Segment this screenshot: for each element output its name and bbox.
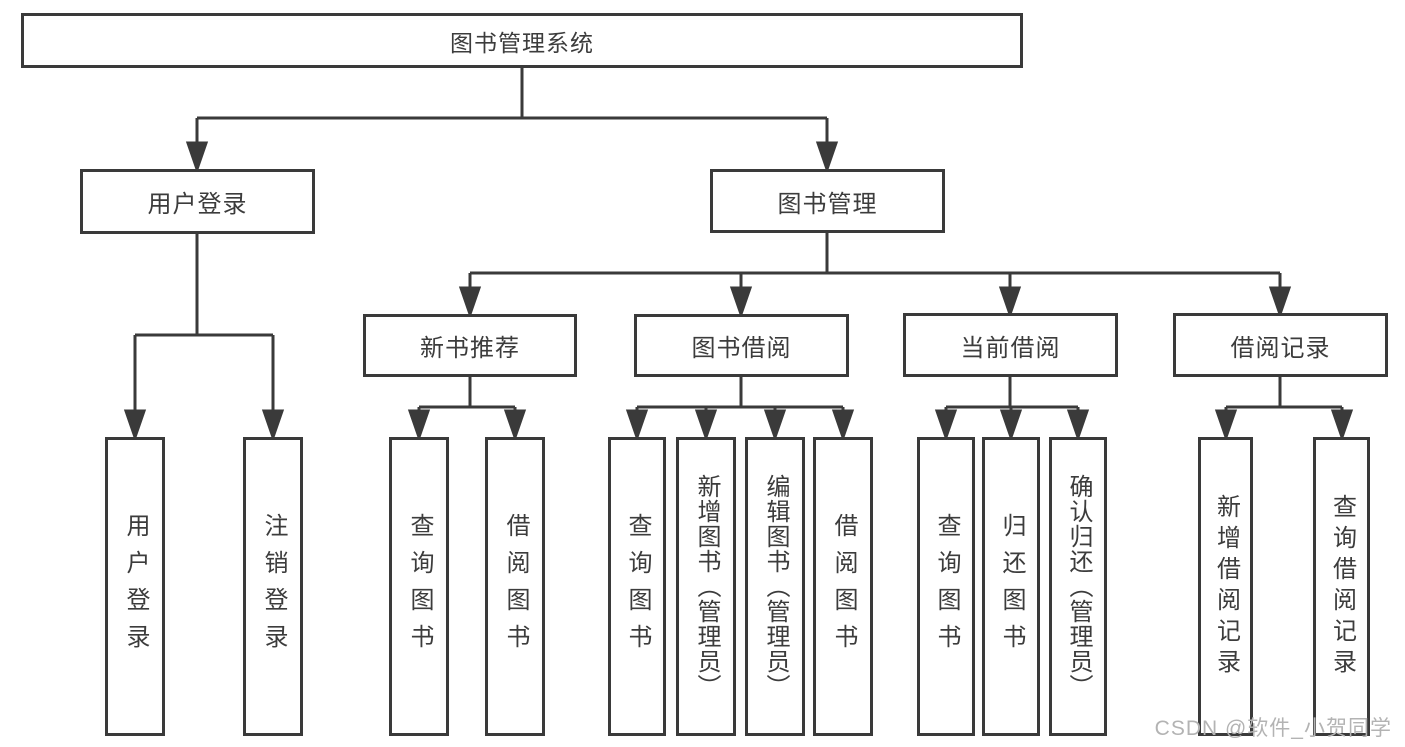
node-label: 图书管理系统 — [450, 29, 594, 56]
arrowhead — [1214, 409, 1238, 442]
leaf-borrow-book-2: 借阅图书 — [813, 437, 873, 736]
connector — [133, 335, 275, 414]
arrowhead — [934, 409, 958, 442]
node-current-borrowing: 当前借阅 — [903, 313, 1118, 377]
node-label: 新书推荐 — [420, 335, 520, 362]
connector — [944, 407, 1080, 414]
leaf-label: 查询图书 — [406, 512, 433, 661]
leaf-label: 归还图书 — [998, 512, 1025, 661]
leaf-label: 借阅图书 — [830, 512, 857, 661]
arrowhead — [815, 141, 839, 174]
leaf-label: 新增图书（管理员） — [693, 474, 720, 699]
leaf-label: 新增借阅记录 — [1212, 493, 1240, 680]
arrowhead — [1268, 286, 1292, 319]
node-new-book-recommendation: 新书推荐 — [363, 314, 577, 377]
leaf-confirm-return-admin: 确认归还（管理员） — [1049, 437, 1107, 736]
arrowhead — [763, 409, 787, 442]
arrowhead — [185, 141, 209, 174]
node-library-management-system: 图书管理系统 — [21, 13, 1023, 68]
csdn-watermark: CSDN @软件_小贺同学 — [1154, 717, 1392, 740]
leaf-add-book-admin: 新增图书（管理员） — [676, 437, 736, 736]
arrowhead — [729, 286, 753, 319]
leaf-borrow-book-1: 借阅图书 — [485, 437, 545, 736]
node-user-login: 用户登录 — [80, 169, 315, 234]
node-label: 图书借阅 — [691, 335, 792, 362]
leaf-logout: 注销登录 — [243, 437, 303, 736]
connector — [1224, 407, 1344, 414]
connector — [635, 407, 845, 414]
leaf-query-book-1: 查询图书 — [389, 437, 449, 736]
node-book-borrowing: 图书借阅 — [634, 314, 849, 377]
connector — [468, 273, 1282, 291]
leaf-label: 编辑图书（管理员） — [762, 474, 789, 699]
arrowhead — [625, 409, 649, 442]
arrowhead — [503, 409, 527, 442]
arrowhead — [1066, 409, 1090, 442]
arrowhead — [407, 409, 431, 442]
leaf-query-book-2: 查询图书 — [608, 437, 666, 736]
node-borrowing-records: 借阅记录 — [1173, 313, 1388, 377]
leaf-add-borrow-record: 新增借阅记录 — [1198, 437, 1253, 736]
leaf-query-book-3: 查询图书 — [917, 437, 975, 736]
node-book-management: 图书管理 — [710, 169, 945, 233]
node-label: 用户登录 — [147, 191, 248, 218]
leaf-label: 借阅图书 — [502, 512, 529, 661]
arrowhead — [998, 286, 1022, 319]
leaf-label: 查询借阅记录 — [1328, 493, 1356, 680]
arrowhead — [123, 409, 147, 442]
arrowhead — [261, 409, 285, 442]
arrowhead — [458, 286, 482, 319]
arrowhead — [999, 409, 1023, 442]
leaf-edit-book-admin: 编辑图书（管理员） — [745, 437, 805, 736]
node-label: 当前借阅 — [960, 334, 1061, 362]
connector — [195, 118, 829, 146]
leaf-return-book: 归还图书 — [982, 437, 1040, 736]
leaf-label: 确认归还（管理员） — [1065, 474, 1092, 699]
leaf-label: 用户登录 — [122, 512, 149, 661]
leaf-label: 注销登录 — [260, 512, 287, 661]
arrowhead — [694, 409, 718, 442]
leaf-query-borrow-record: 查询借阅记录 — [1313, 437, 1370, 736]
arrowhead — [831, 409, 855, 442]
connector — [417, 407, 517, 414]
leaf-user-login: 用户登录 — [105, 437, 165, 736]
leaf-label: 查询图书 — [933, 512, 960, 661]
node-label: 借阅记录 — [1230, 334, 1331, 362]
node-label: 图书管理 — [777, 190, 878, 218]
leaf-label: 查询图书 — [624, 512, 651, 661]
arrowhead — [1330, 409, 1354, 442]
